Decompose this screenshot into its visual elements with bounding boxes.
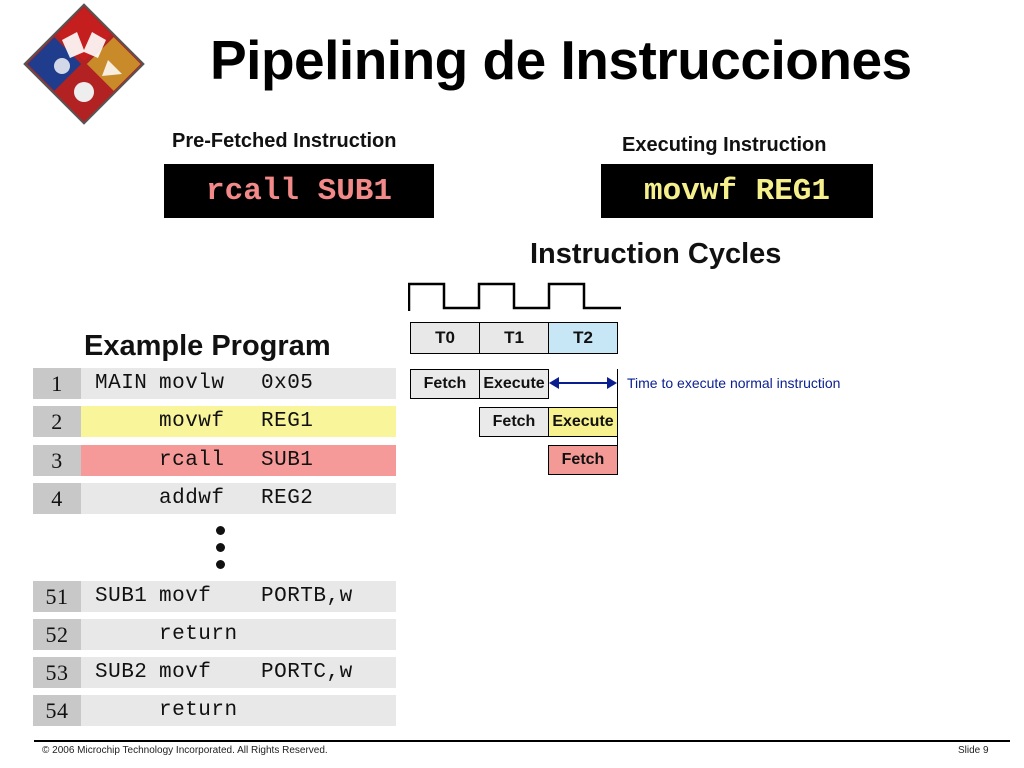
line-number: 1 [33, 368, 81, 399]
line-number: 54 [33, 695, 81, 726]
time-note: Time to execute normal instruction [627, 375, 841, 391]
ellipsis-icon [214, 526, 228, 570]
program-row: 1 MAIN movlw 0x05 [33, 368, 396, 399]
code-opcode: movlw [159, 372, 225, 395]
code-line: return [81, 695, 396, 726]
code-label: SUB2 [95, 661, 148, 684]
code-label: SUB1 [95, 585, 148, 608]
code-line: addwf REG2 [81, 483, 396, 514]
code-operand: PORTC,w [261, 661, 353, 684]
code-opcode: return [159, 623, 238, 646]
code-line: return [81, 619, 396, 650]
program-row: 51 SUB1 movf PORTB,w [33, 581, 396, 612]
line-number: 4 [33, 483, 81, 514]
code-opcode: rcall [159, 449, 225, 472]
line-number: 53 [33, 657, 81, 688]
line-number: 52 [33, 619, 81, 650]
footer-divider [34, 740, 1010, 742]
code-operand: SUB1 [261, 449, 314, 472]
code-opcode: movf [159, 585, 212, 608]
slide-title: Pipelining de Instrucciones [210, 29, 912, 91]
program-row: 2 movwf REG1 [33, 406, 396, 437]
clock-waveform [408, 282, 621, 311]
prefetched-label: Pre-Fetched Instruction [172, 130, 397, 152]
cycle-header-t1: T1 [479, 322, 549, 354]
stage-execute-2: Execute [548, 407, 618, 437]
program-row: 3 rcall SUB1 [33, 445, 396, 476]
code-opcode: addwf [159, 487, 225, 510]
code-operand: 0x05 [261, 372, 314, 395]
footer-slide-number: Slide 9 [958, 745, 989, 756]
cycle-header-t2: T2 [548, 322, 618, 354]
line-number: 2 [33, 406, 81, 437]
code-line: MAIN movlw 0x05 [81, 368, 396, 399]
stage-execute-1: Execute [479, 369, 549, 399]
executing-instruction-box: movwf REG1 [601, 164, 873, 218]
example-program-title: Example Program [84, 330, 331, 362]
prefetched-instruction-box: rcall SUB1 [164, 164, 434, 218]
program-row: 4 addwf REG2 [33, 483, 396, 514]
code-opcode: movwf [159, 410, 225, 433]
code-label: MAIN [95, 372, 148, 395]
microchip-logo-icon [23, 3, 145, 125]
program-row: 54 return [33, 695, 396, 726]
code-opcode: movf [159, 661, 212, 684]
code-opcode: return [159, 699, 238, 722]
code-line: movwf REG1 [81, 406, 396, 437]
cycle-header-t0: T0 [410, 322, 480, 354]
code-operand: REG2 [261, 487, 314, 510]
program-row: 53 SUB2 movf PORTC,w [33, 657, 396, 688]
code-operand: REG1 [261, 410, 314, 433]
double-arrow-icon [549, 377, 617, 389]
cycles-title: Instruction Cycles [530, 238, 782, 270]
stage-fetch-3: Fetch [548, 445, 618, 475]
executing-label: Executing Instruction [622, 134, 827, 156]
footer-copyright: © 2006 Microchip Technology Incorporated… [42, 745, 328, 756]
code-line: SUB2 movf PORTC,w [81, 657, 396, 688]
code-line: rcall SUB1 [81, 445, 396, 476]
program-row: 52 return [33, 619, 396, 650]
code-operand: PORTB,w [261, 585, 353, 608]
line-number: 3 [33, 445, 81, 476]
cycle-boundary-line [617, 369, 618, 475]
stage-fetch-2: Fetch [479, 407, 549, 437]
code-line: SUB1 movf PORTB,w [81, 581, 396, 612]
line-number: 51 [33, 581, 81, 612]
stage-fetch-1: Fetch [410, 369, 480, 399]
